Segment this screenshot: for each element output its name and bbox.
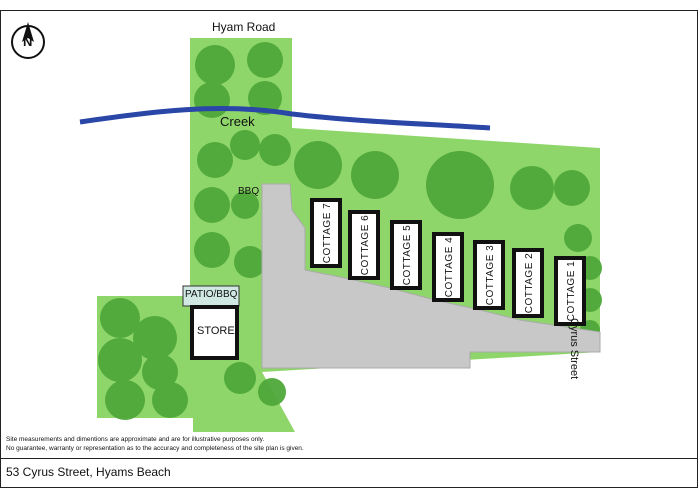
tree-icon [231,191,259,219]
tree-icon [248,81,282,115]
road-label: Hyam Road [212,20,276,34]
street-label: Cyrus Street [568,318,580,380]
footer-divider [0,458,698,459]
cottage-4: COTTAGE 4 [432,232,464,302]
tree-icon [194,187,230,223]
cottage-label: COTTAGE 1 [566,261,577,321]
compass-letter: N [23,34,33,49]
tree-icon [197,142,233,178]
tree-icon [564,224,592,252]
disclaimer-line-1: Site measurements and dimentions are app… [6,436,265,443]
map-frame [0,10,698,488]
store-label: STORE [197,325,235,337]
tree-icon [142,354,178,390]
patio-label: PATIO/BBQ [185,289,238,300]
tree-icon [234,246,266,278]
tree-icon [259,134,291,166]
address-label: 53 Cyrus Street, Hyams Beach [6,465,171,479]
tree-icon [100,298,140,338]
tree-icon [105,380,145,420]
tree-icon [195,45,235,85]
cottage-7: COTTAGE 7 [310,198,342,268]
cottage-2: COTTAGE 2 [512,248,544,318]
tree-icon [194,232,230,268]
cottages: COTTAGE 7 COTTAGE 6 COTTAGE 5 COTTAGE 4 COTT… [310,198,586,326]
tree-icon [294,141,342,189]
north-arrow-icon [11,22,45,59]
bbq-label: BBQ [238,186,260,197]
cottage-label: COTTAGE 5 [402,225,413,285]
tree-icon [133,316,177,360]
tree-icon [194,82,230,118]
tree-icon [258,378,286,406]
cottage-5: COTTAGE 5 [390,220,422,290]
tree-icon [554,170,590,206]
disclaimer-line-2: No guarantee, warranty or representation… [6,445,304,452]
cottage-6: COTTAGE 6 [348,210,380,280]
cottage-1: COTTAGE 1 [554,256,586,326]
store-building [190,305,239,360]
tree-icon [98,338,142,382]
creek-label: Creek [220,114,255,129]
cottage-3: COTTAGE 3 [473,240,505,310]
tree-icon [230,130,260,160]
tree-icon [510,166,554,210]
cottage-label: COTTAGE 2 [524,253,535,313]
tree-icon [351,151,399,199]
tree-icon [224,362,256,394]
tree-icon [152,382,188,418]
cottage-label: COTTAGE 4 [444,237,455,297]
cottage-label: COTTAGE 7 [322,203,333,263]
trees [98,42,602,420]
cottage-label: COTTAGE 6 [360,215,371,275]
tree-icon [426,151,494,219]
cottage-label: COTTAGE 3 [485,245,496,305]
tree-icon [247,42,283,78]
creek-line [79,106,491,131]
